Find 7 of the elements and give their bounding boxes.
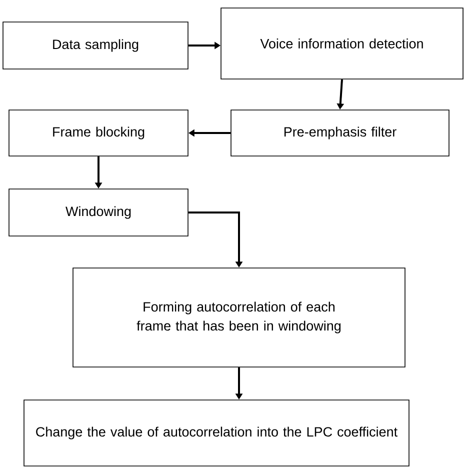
process-box: Voice information detection — [220, 8, 464, 80]
process-box: Forming autocorrelation of each frame that has been in windowing — [72, 268, 406, 368]
process-box: Data sampling — [2, 22, 188, 70]
process-box: Frame blocking — [8, 110, 188, 156]
process-box: Windowing — [8, 188, 188, 236]
process-box: Change the value of autocorrelation into the LPC coefficient — [24, 400, 410, 466]
process-box: Pre-emphasis filter — [230, 110, 450, 156]
